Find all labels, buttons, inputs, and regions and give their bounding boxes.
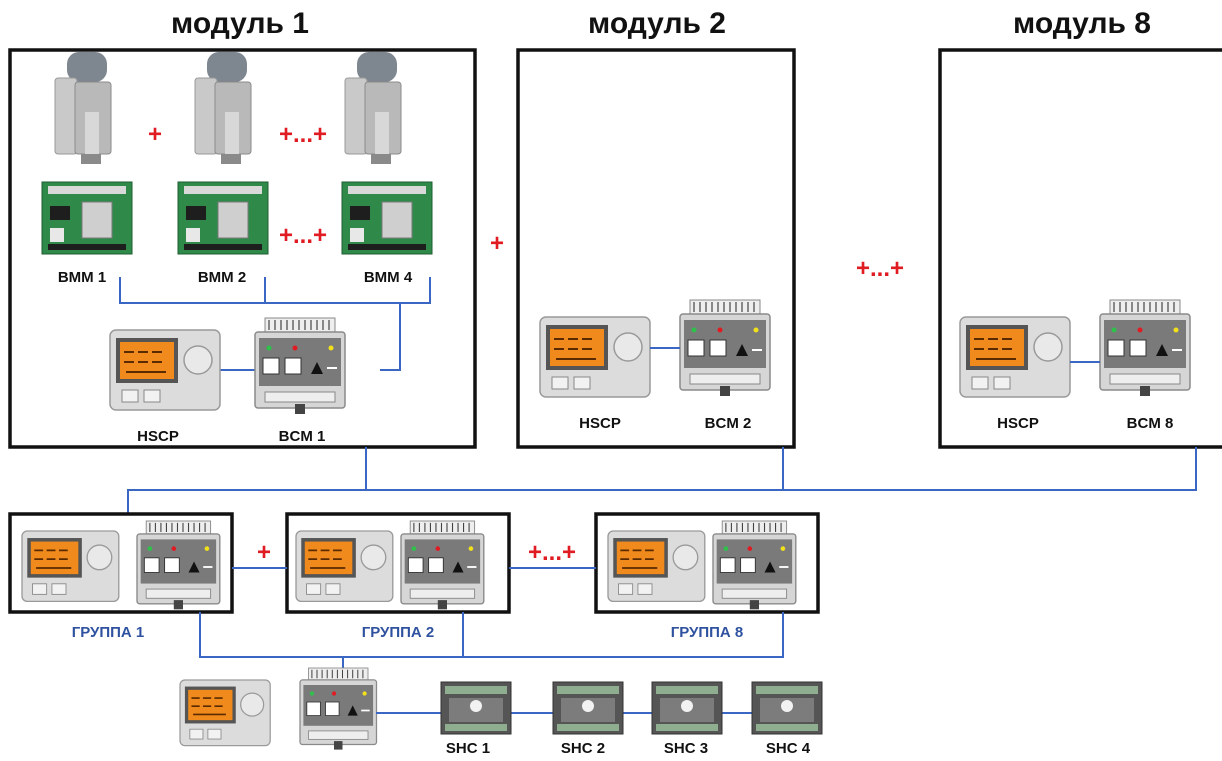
hscp-panel-icon bbox=[295, 530, 394, 603]
plus-range-separator: +...+ bbox=[279, 222, 327, 249]
plus-separator: + bbox=[257, 539, 271, 566]
bcm-controller-icon bbox=[400, 520, 485, 611]
module-8-title: модуль 8 bbox=[1013, 7, 1151, 40]
shc-label: SHC 4 bbox=[766, 740, 811, 757]
bmm-board-icon bbox=[177, 181, 269, 255]
hscp-panel-icon bbox=[959, 316, 1071, 398]
module-1-box bbox=[8, 48, 477, 449]
hscp-panel-icon bbox=[607, 530, 706, 603]
shc-unit-icon bbox=[751, 681, 823, 735]
plus-range-separator: +...+ bbox=[856, 255, 904, 282]
bcm-controller-icon bbox=[1099, 299, 1191, 397]
bmm-label: BMM 2 bbox=[198, 269, 246, 286]
module-2-box bbox=[516, 48, 796, 449]
bmm-board-icon bbox=[341, 181, 433, 255]
hscp-panel-icon bbox=[179, 679, 272, 747]
shc-label: SHC 2 bbox=[561, 740, 605, 757]
bcm-controller-icon bbox=[299, 667, 378, 751]
hscp-label: HSCP bbox=[997, 415, 1039, 432]
bmm-board-icon bbox=[41, 181, 133, 255]
group-label: ГРУППА 1 bbox=[72, 624, 145, 641]
group-8-box bbox=[594, 512, 820, 614]
bcm-label: BCM 8 bbox=[1127, 415, 1174, 432]
hscp-label: HSCP bbox=[579, 415, 621, 432]
module-8-box bbox=[938, 48, 1222, 449]
group-2-box bbox=[285, 512, 511, 614]
plus-range-separator: +...+ bbox=[528, 539, 576, 566]
bus-wire bbox=[119, 277, 431, 371]
shc-unit-icon bbox=[552, 681, 624, 735]
actuator-icon bbox=[344, 51, 402, 165]
group-label: ГРУППА 8 bbox=[671, 624, 744, 641]
bcm-controller-icon bbox=[712, 520, 797, 611]
plus-range-separator: +...+ bbox=[279, 121, 327, 148]
bus-wire bbox=[199, 612, 784, 673]
shc-label: SHC 3 bbox=[664, 740, 708, 757]
module-1-title: модуль 1 bbox=[171, 7, 309, 40]
bcm-label: BCM 2 bbox=[705, 415, 752, 432]
shc-unit-icon bbox=[440, 681, 512, 735]
hscp-label: HSCP bbox=[137, 428, 179, 445]
actuator-icon bbox=[54, 51, 112, 165]
group-label: ГРУППА 2 bbox=[362, 624, 435, 641]
bcm-controller-icon bbox=[136, 520, 221, 611]
hscp-panel-icon bbox=[21, 530, 120, 603]
bus-wire bbox=[127, 447, 1197, 514]
module-2-title: модуль 2 bbox=[588, 7, 726, 40]
hscp-panel-icon bbox=[109, 329, 221, 411]
bmm-label: BMM 4 bbox=[364, 269, 413, 286]
bmm-label: BMM 1 bbox=[58, 269, 106, 286]
bcm-label: BCM 1 bbox=[279, 428, 326, 445]
shc-label: SHC 1 bbox=[446, 740, 490, 757]
group-1-box bbox=[8, 512, 234, 614]
actuator-icon bbox=[194, 51, 252, 165]
plus-separator: + bbox=[490, 230, 504, 257]
shc-unit-icon bbox=[651, 681, 723, 735]
plus-separator: + bbox=[148, 121, 162, 148]
hscp-panel-icon bbox=[539, 316, 651, 398]
bcm-controller-icon bbox=[679, 299, 771, 397]
bcm-controller-icon bbox=[254, 317, 346, 415]
